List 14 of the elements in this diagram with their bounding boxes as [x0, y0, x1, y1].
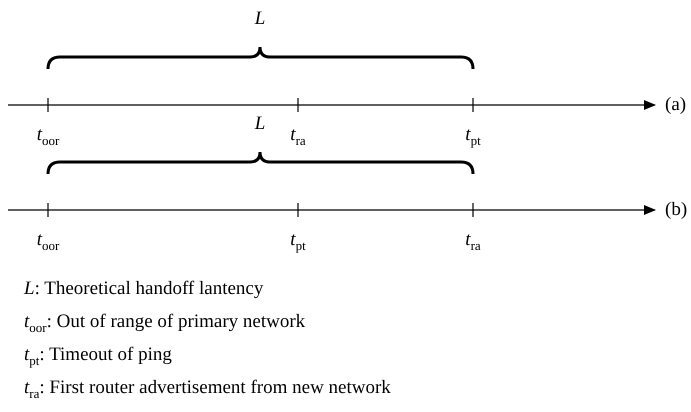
tick-label: t$_{oor}$	[36, 124, 60, 150]
axis-label: (b)	[665, 199, 688, 221]
tick-label: t$_{ra}$	[465, 229, 481, 255]
tick-label: t$_{pt}$	[290, 229, 306, 255]
definition-note: L: Theoretical handoff lantency	[24, 278, 264, 300]
definition-note: t$_{ra}$: First router advertisement from new network	[24, 377, 391, 403]
tick-label: t$_{ra}$	[290, 124, 306, 150]
tick-label: t$_{pt}$	[465, 124, 481, 150]
tick-label: t$_{oor}$	[36, 229, 60, 255]
axis-label: (a)	[665, 94, 686, 116]
definition-note: t$_{pt}$: Timeout of ping	[24, 344, 172, 370]
brace-label: L	[254, 113, 266, 135]
definition-note: t$_{oor}$: Out of range of primary network	[24, 311, 306, 337]
brace-label: L	[254, 8, 266, 30]
